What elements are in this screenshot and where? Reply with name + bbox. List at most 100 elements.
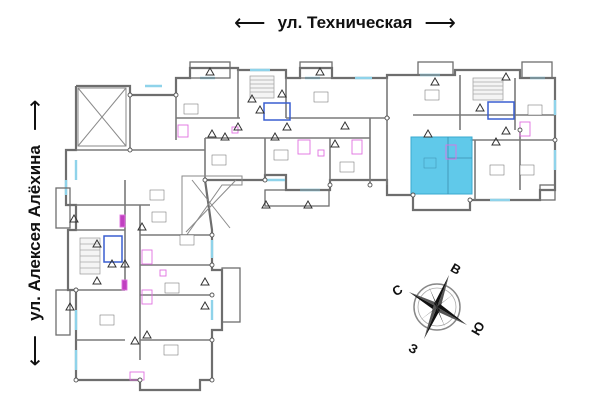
triangle-icon — [430, 76, 440, 86]
room-label — [164, 282, 180, 294]
triangle-icon — [475, 102, 485, 112]
shaft-outline — [77, 87, 127, 147]
column — [209, 292, 215, 298]
triangle-icon — [92, 238, 102, 248]
toilet — [317, 149, 325, 157]
column — [209, 262, 215, 268]
bathtub — [129, 371, 145, 381]
room-label — [489, 164, 505, 176]
column — [202, 177, 208, 183]
column — [262, 177, 268, 183]
column — [137, 377, 143, 383]
balcony — [189, 61, 231, 79]
needle-north — [409, 292, 440, 307]
shaft-diagonal — [77, 87, 127, 147]
staircase-left — [79, 237, 101, 275]
compass-ring-outer — [413, 283, 461, 331]
needle-south — [434, 307, 467, 325]
room-label — [424, 89, 440, 101]
triangle-icon — [315, 66, 325, 76]
toilet — [121, 279, 128, 291]
room-label — [183, 103, 199, 115]
balcony — [264, 189, 330, 207]
triangle-icon — [142, 329, 152, 339]
triangle-icon — [303, 199, 313, 209]
compass-east-label: В — [448, 260, 464, 278]
bathtub — [297, 139, 311, 155]
triangle-icon — [107, 258, 117, 268]
triangle-icon — [220, 131, 230, 141]
street-label-top: ⟵ ул. Техническая ⟶ — [215, 8, 475, 38]
bathtub — [177, 124, 189, 138]
room-label — [99, 314, 115, 326]
room-area-labels — [99, 89, 543, 356]
needle-minor — [429, 287, 439, 309]
toilet — [159, 269, 167, 277]
street-name-tekhnicheskaya: ул. Техническая — [277, 13, 413, 32]
compass-south-label: Ю — [468, 319, 488, 338]
plumbing-fixtures — [119, 121, 531, 381]
needle-west — [424, 307, 440, 339]
triangle-icon — [501, 71, 511, 81]
room-label — [211, 154, 227, 166]
column — [384, 115, 390, 121]
diagonal-line — [185, 179, 237, 233]
needle-minor — [419, 307, 437, 321]
balcony — [55, 187, 71, 229]
stair-block — [472, 77, 504, 101]
triangle-icon — [491, 136, 501, 146]
triangle-icon — [501, 125, 511, 135]
elevator-shaft — [103, 235, 123, 263]
needle-north — [409, 292, 437, 310]
needle-minor — [437, 293, 455, 307]
column — [467, 197, 473, 203]
balcony — [521, 61, 553, 79]
triangle-icon — [200, 276, 210, 286]
triangle-icon — [277, 88, 287, 98]
column — [327, 182, 333, 188]
balcony — [299, 61, 333, 79]
bathtub — [351, 139, 363, 155]
balcony — [221, 267, 241, 323]
triangle-icon — [247, 93, 257, 103]
triangle-icon — [270, 131, 280, 141]
stair-block — [249, 75, 275, 99]
columns — [73, 92, 558, 383]
needle-east — [437, 275, 449, 310]
triangle-icon — [233, 121, 243, 131]
needle-minor — [435, 305, 445, 327]
triangle-icon — [282, 121, 292, 131]
column — [73, 377, 79, 383]
triangle-markers — [65, 66, 511, 345]
shaft-room — [77, 87, 127, 147]
elevators — [103, 101, 515, 263]
balconies — [55, 61, 556, 336]
room-label — [179, 234, 195, 246]
needle-south — [437, 304, 467, 325]
inner-walls — [76, 70, 555, 360]
staircase-top — [249, 75, 275, 99]
column — [209, 232, 215, 238]
compass-west-label: З — [406, 340, 421, 357]
triangle-icon — [205, 66, 215, 76]
room-label — [339, 161, 355, 173]
bathtub — [141, 249, 153, 265]
column — [127, 147, 133, 153]
column — [367, 182, 373, 188]
apartment-highlight[interactable] — [410, 136, 473, 195]
bathtub — [445, 144, 457, 160]
diagonal-line — [191, 179, 231, 229]
triangle-icon — [92, 275, 102, 285]
room-label — [151, 211, 167, 223]
triangle-icon — [65, 301, 75, 311]
elevator-shaft — [487, 101, 515, 120]
triangle-icon — [261, 199, 271, 209]
needle-east — [434, 275, 449, 307]
triangle-icon — [255, 104, 265, 114]
column — [127, 92, 133, 98]
selected-apartment[interactable] — [410, 136, 473, 195]
triangle-icon — [120, 258, 130, 268]
needle-west — [424, 304, 437, 339]
triangle-icon — [423, 128, 433, 138]
balcony — [55, 289, 71, 336]
